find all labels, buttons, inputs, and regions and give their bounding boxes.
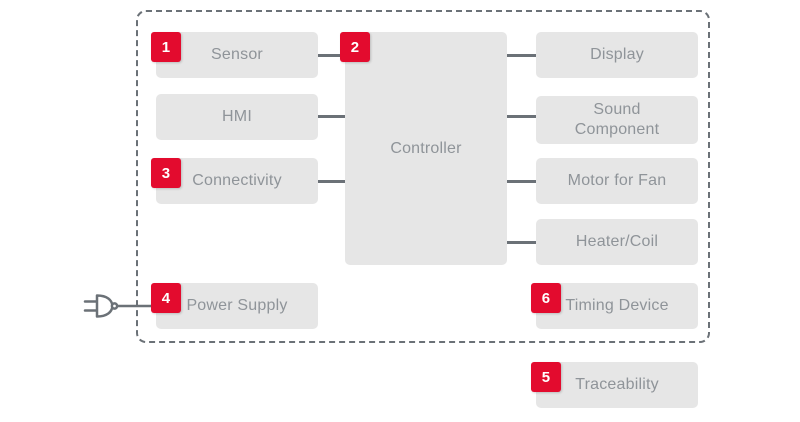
block-label: Sensor: [211, 46, 263, 63]
step-badge-1: 1: [151, 32, 181, 62]
block-sound-component: Sound Component: [536, 96, 698, 144]
block-label: Heater/Coil: [575, 233, 659, 250]
connector-controller-display: [507, 54, 536, 57]
block-motor-for-fan: Motor for Fan: [536, 158, 698, 204]
step-badge-5: 5: [531, 362, 561, 392]
block-timing-device: 6 Timing Device: [531, 283, 698, 329]
step-badge-3: 3: [151, 158, 181, 188]
block-power-supply: 4 Power Supply: [151, 283, 318, 329]
block-label: Controller: [390, 139, 462, 157]
connector-controller-heater: [507, 241, 536, 244]
appliance-boundary-box: [136, 10, 710, 343]
block-sensor: 1 Sensor: [151, 32, 318, 78]
connector-controller-sound: [507, 115, 536, 118]
connector-controller-motor: [507, 180, 536, 183]
block-label: Power Supply: [186, 297, 288, 314]
connector-connectivity-controller: [318, 180, 345, 183]
block-label: HMI: [222, 108, 252, 125]
block-label: Timing Device: [565, 297, 669, 314]
step-badge-2: 2: [340, 32, 370, 62]
connector-sensor-controller: [318, 54, 345, 57]
connector-hmi-controller: [318, 115, 345, 118]
block-label: Traceability: [575, 376, 659, 393]
block-hmi: HMI: [156, 94, 318, 140]
block-controller: 2 Controller: [340, 32, 507, 265]
block-label: Motor for Fan: [567, 172, 667, 189]
step-badge-6: 6: [531, 283, 561, 313]
block-traceability: 5 Traceability: [531, 362, 698, 408]
step-badge-4: 4: [151, 283, 181, 313]
block-heater-coil: Heater/Coil: [536, 219, 698, 265]
power-plug-icon: [83, 294, 153, 318]
block-label: Connectivity: [192, 172, 282, 189]
block-label: Sound Component: [574, 101, 660, 138]
block-connectivity: 3 Connectivity: [151, 158, 318, 204]
block-label: Display: [590, 46, 644, 63]
block-display: Display: [536, 32, 698, 78]
